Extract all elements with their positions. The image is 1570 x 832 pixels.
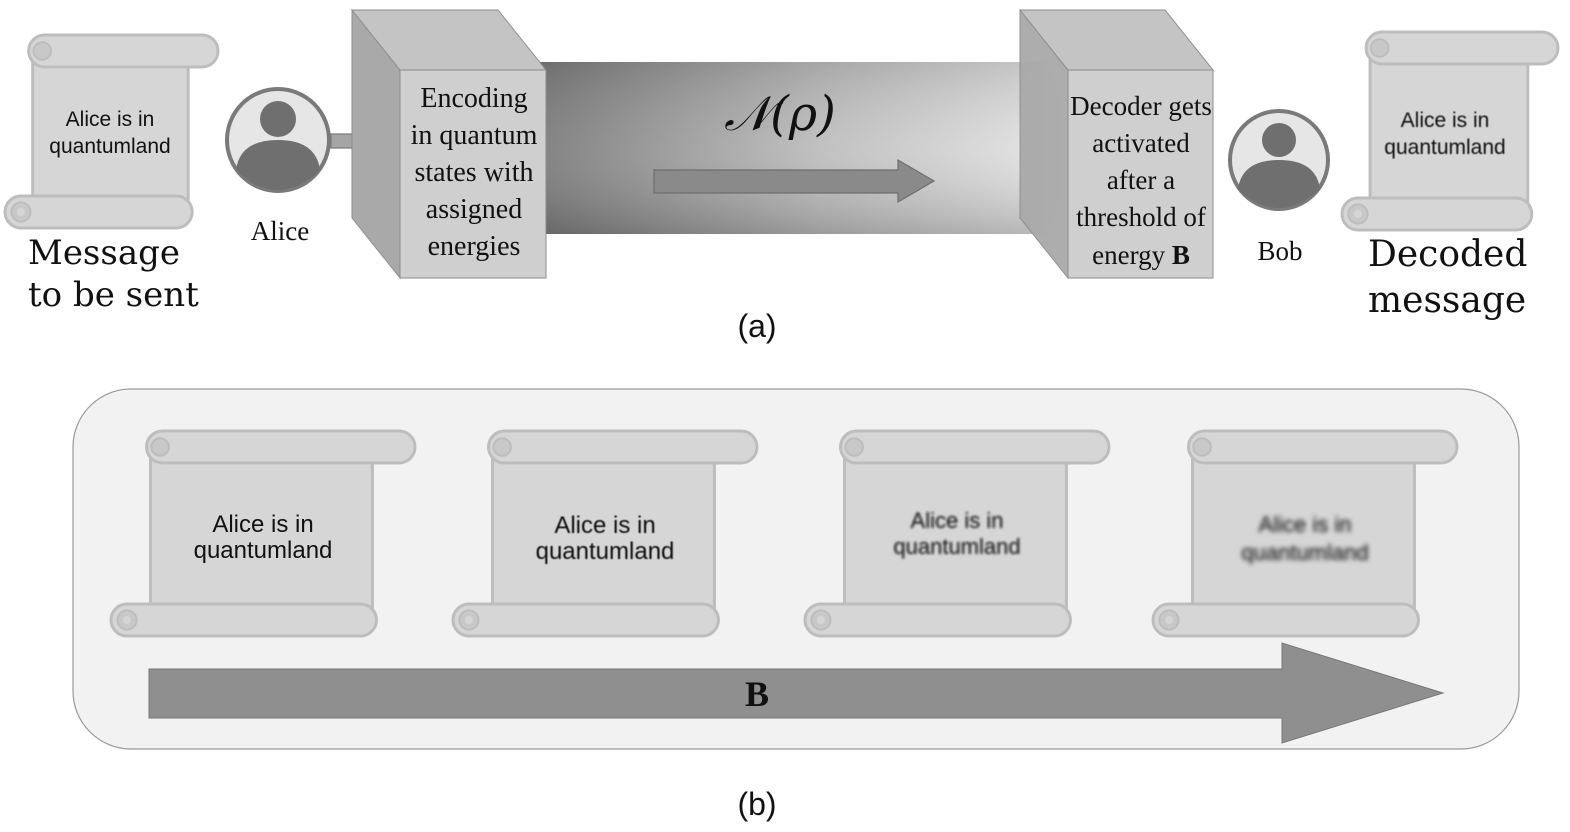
scroll-3-line-1: Alice is in	[911, 508, 1004, 533]
panel-b: Alice is in quantumland Alice is in quan…	[72, 388, 1520, 822]
receiver-caption-line-1: Decoded	[1368, 234, 1527, 275]
scroll-1-line-2: quantumland	[194, 537, 333, 564]
channel-arrow	[653, 158, 936, 204]
scroll-4-line-2: quantumland	[1241, 540, 1368, 565]
panel-a-caption: (a)	[737, 308, 776, 344]
scroll-2-line-2: quantumland	[536, 538, 675, 565]
scroll-3-line-2: quantumland	[893, 534, 1020, 559]
encoder-text-line-4: assigned	[426, 194, 522, 225]
scroll-1-line-1: Alice is in	[212, 511, 313, 538]
receiver-caption-line-2: message	[1368, 280, 1526, 321]
encoder-box	[350, 8, 548, 280]
receiver-scroll	[1340, 30, 1560, 232]
bob-label: Bob	[1257, 236, 1302, 266]
channel-label: 𝒩(ρ)	[724, 86, 836, 142]
encoder-text-line-2: in quantum	[411, 120, 538, 151]
decoder-text-line-5: energy B	[1092, 240, 1190, 270]
sender-scroll	[3, 33, 220, 230]
decoder-text-threshold-symbol: B	[1172, 240, 1190, 270]
sender-scroll-line-2: quantumland	[49, 135, 170, 158]
sender-caption-line-2: to be sent	[28, 275, 199, 315]
degradation-scroll-3	[803, 429, 1111, 638]
decoder-box	[1018, 8, 1215, 280]
alice-avatar-icon	[225, 87, 331, 193]
energy-threshold-label: B	[745, 674, 769, 714]
decoder-text-line-1: Decoder gets	[1070, 91, 1212, 121]
degradation-scroll-2	[451, 429, 759, 638]
alice-label: Alice	[251, 216, 309, 246]
panel-b-caption: (b)	[737, 786, 776, 822]
decoder-text-line-3: after a	[1107, 165, 1175, 195]
sender-scroll-line-1: Alice is in	[66, 108, 155, 131]
sender-caption-line-1: Message	[28, 233, 180, 273]
quantum-channel-pipe	[540, 62, 1062, 234]
scroll-2-line-1: Alice is in	[554, 512, 655, 539]
panel-b-background	[72, 388, 1520, 750]
energy-threshold-arrow	[148, 642, 1445, 744]
encoder-text-line-1: Encoding	[420, 83, 527, 114]
panel-a: Alice is in quantumland Message to be se…	[3, 8, 1560, 344]
bob-avatar-icon	[1228, 109, 1330, 211]
receiver-scroll-line-2: quantumland	[1384, 136, 1505, 159]
degradation-scroll-4	[1151, 429, 1459, 638]
degradation-scroll-1	[109, 429, 417, 638]
encoder-text-line-3: states with	[415, 157, 534, 188]
decoder-text-line-4: threshold of	[1076, 202, 1206, 232]
encoder-text-line-5: energies	[428, 231, 521, 262]
receiver-scroll-line-1: Alice is in	[1401, 109, 1490, 132]
scroll-4-line-1: Alice is in	[1259, 512, 1352, 537]
decoder-text-energy: energy	[1092, 240, 1172, 270]
decoder-text-line-2: activated	[1092, 128, 1190, 158]
